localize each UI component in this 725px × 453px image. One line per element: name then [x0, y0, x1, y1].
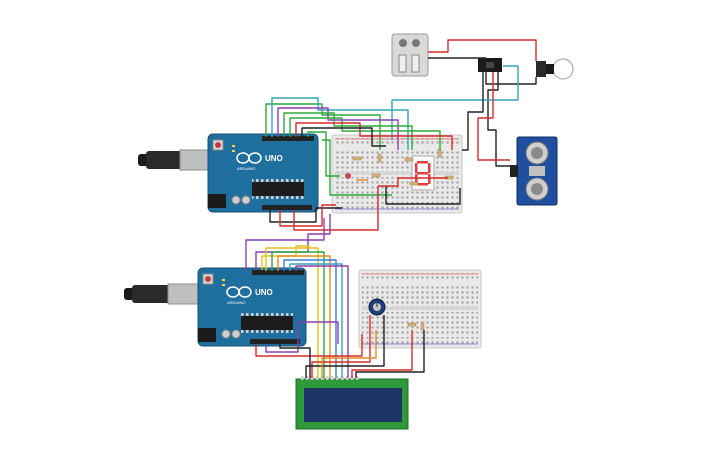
- ultrasonic-sensor: [510, 136, 558, 206]
- resistors-bottom: [407, 321, 425, 331]
- wires: [245, 39, 537, 378]
- atmega-chip-top: [252, 182, 304, 196]
- usb-cable-bottom: [124, 283, 203, 305]
- usb-cable-top: [138, 149, 213, 171]
- power-jack-top: [208, 194, 226, 208]
- header-digital-bottom: [252, 270, 304, 275]
- arduino-logo-icon: [236, 152, 262, 164]
- header-digital-top: [262, 136, 314, 141]
- relay-module: [478, 58, 502, 72]
- breadboard-top[interactable]: [331, 134, 463, 214]
- power-plug: [391, 33, 429, 77]
- power-jack-bottom: [198, 328, 216, 342]
- reset-button-top[interactable]: [215, 142, 221, 148]
- board-brand-top: ARDUINO: [237, 166, 255, 171]
- board-logo-bottom: UNO: [255, 288, 273, 297]
- board-brand-bottom: ARDUINO: [227, 300, 245, 305]
- lcd-16x2: [295, 376, 409, 430]
- lcd-screen: [304, 388, 402, 422]
- breadboard-bottom[interactable]: [358, 269, 482, 349]
- arduino-logo-icon: [226, 286, 252, 298]
- seven-segment-display: [411, 155, 435, 191]
- led-red: [345, 173, 351, 179]
- light-bulb-icon: [536, 58, 574, 80]
- potentiometer[interactable]: [368, 298, 386, 316]
- arduino-bottom[interactable]: UNO ARDUINO: [124, 267, 307, 347]
- board-logo-top: UNO: [265, 154, 283, 163]
- header-analog-top: [262, 205, 312, 210]
- atmega-chip-bottom: [241, 316, 293, 330]
- header-analog-bottom: [250, 339, 300, 344]
- reset-button-bottom[interactable]: [205, 276, 211, 282]
- arduino-top[interactable]: UNO ARDUINO: [138, 133, 319, 213]
